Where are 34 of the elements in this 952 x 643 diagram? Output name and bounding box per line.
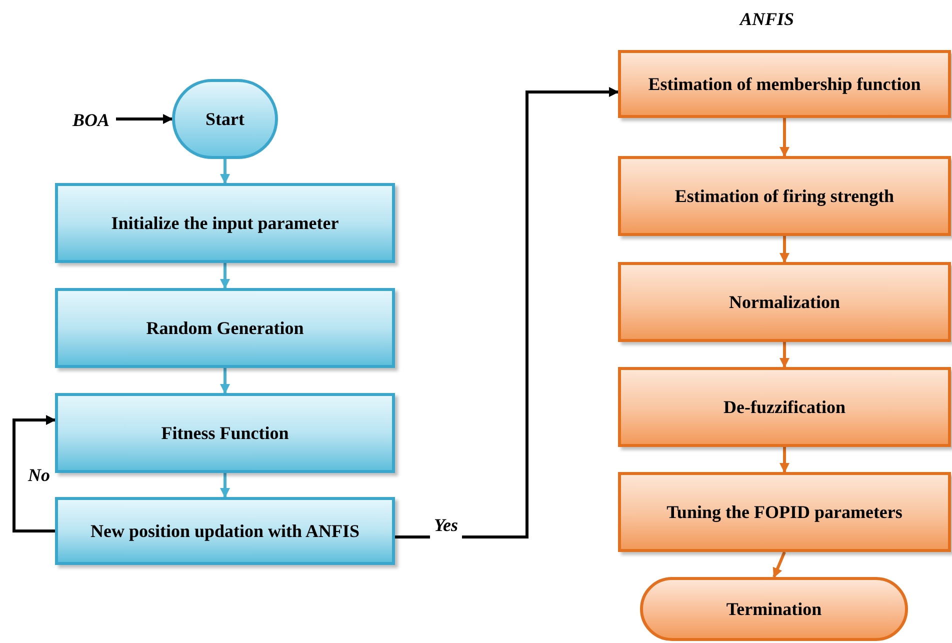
arrow [395,87,619,538]
arrow [772,551,786,578]
process-box [55,393,395,473]
arrow [780,447,790,473]
process-box [55,183,395,263]
node-label: Estimation of membership function [648,72,921,96]
group-heading: ANFIS [740,8,794,31]
process-box [618,472,951,552]
node-label: BOA [72,108,110,132]
arrow [220,368,230,394]
arrow [116,114,173,124]
node-label: Start [206,108,244,130]
node-label: Normalization [729,290,840,314]
node-label: De-fuzzification [724,396,846,418]
node-label: Termination [726,598,822,620]
arrow [220,263,230,289]
arrow [220,159,230,184]
arrow [220,473,230,498]
process-box [55,497,395,565]
node-label: New position updation with ANFIS [90,520,360,542]
node-label: Estimation of firing strength [674,184,894,208]
process-box [618,156,951,236]
arrow [780,236,790,263]
process-box [618,367,951,447]
arrow [780,342,790,368]
arrow [12,415,56,532]
process-box [55,288,395,368]
arrow [780,118,790,157]
process-box [618,262,951,342]
node-label: Tuning the FOPID parameters [666,500,902,524]
node-label: Random Generation [146,316,304,340]
process-box [618,50,951,118]
node-label: Initialize the input parameter [111,212,339,234]
node-label: Fitness Function [161,422,289,444]
